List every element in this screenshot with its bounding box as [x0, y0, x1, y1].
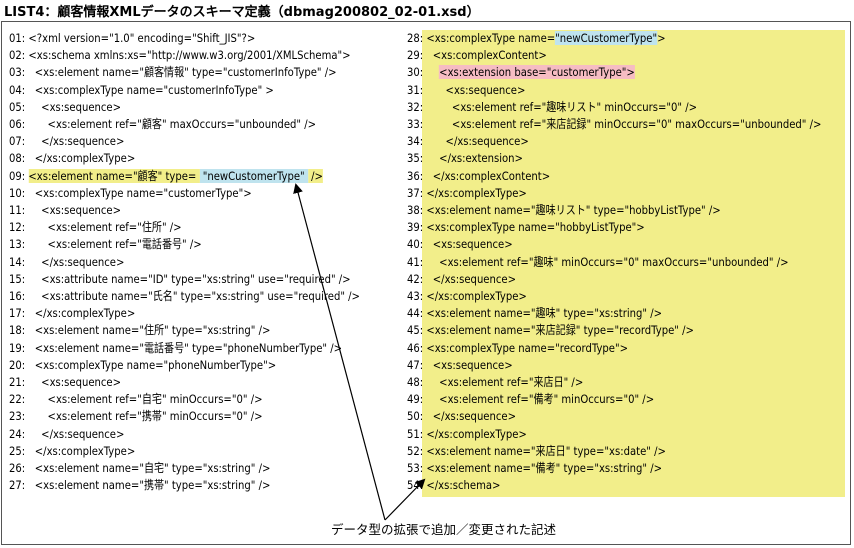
- code-line: 50: </xs:sequence>: [407, 409, 517, 424]
- code-line: 35: </xs:extension>: [407, 151, 523, 166]
- code-line-28: 28: <xs:complexType name="newCustomerTyp…: [407, 30, 666, 47]
- code-line: 34: </xs:sequence>: [407, 134, 529, 149]
- code-line: 31: <xs:sequence>: [407, 82, 526, 97]
- code-line: 49: <xs:element ref="備考" minOccurs="0" /…: [407, 392, 655, 407]
- listing-frame: [1, 21, 851, 545]
- code-line: 20: <xs:complexType name="phoneNumberTyp…: [9, 357, 277, 372]
- complex-type-open: <xs:complexType name=: [426, 31, 556, 45]
- added-code-highlight: [422, 30, 845, 497]
- code-line: 05: <xs:sequence>: [9, 99, 122, 114]
- code-line: 12: <xs:element ref="住所" />: [9, 220, 182, 235]
- complex-type-close: >: [657, 31, 666, 45]
- code-line: 41: <xs:element ref="趣味" minOccurs="0" m…: [407, 254, 789, 269]
- code-line: 24: </xs:sequence>: [9, 426, 125, 441]
- code-line: 48: <xs:element ref="来店日" />: [407, 375, 584, 389]
- code-line: 01: <?xml version="1.0" encoding="Shift_…: [9, 31, 256, 45]
- code-line: 43: </xs:complexType>: [407, 289, 527, 303]
- code-line: 53: <xs:element name="備考" type="xs:strin…: [407, 461, 663, 475]
- code-line: 22: <xs:element ref="自宅" minOccurs="0" /…: [9, 392, 263, 407]
- code-line: 39: <xs:complexType name="hobbyListType"…: [407, 220, 645, 235]
- listing-title: LIST4：顧客情報XMLデータのスキーマ定義（dbmag200802_02-0…: [4, 5, 480, 20]
- highlighted-element-decl: <xs:element name="顧客" type=: [28, 168, 200, 183]
- code-line: 38: <xs:element name="趣味リスト" type="hobby…: [407, 203, 721, 217]
- code-line: 16: <xs:attribute name="氏名" type="xs:str…: [9, 289, 360, 303]
- code-line: 02: <xs:schema xmlns:xs="http://www.w3.o…: [9, 48, 351, 63]
- code-line-30: 30: <xs:extension base="customerType">: [407, 64, 635, 81]
- code-line: 46: <xs:complexType name="recordType">: [407, 340, 629, 355]
- code-line: 27: <xs:element name="携帯" type="xs:strin…: [9, 478, 271, 493]
- code-line: 32: <xs:element ref="趣味リスト" minOccurs="0…: [407, 99, 698, 114]
- code-line: 15: <xs:attribute name="ID" type="xs:str…: [9, 271, 351, 286]
- code-line: 21: <xs:sequence>: [9, 375, 122, 389]
- highlighted-element-close: />: [307, 168, 323, 183]
- code-line: 51: </xs:complexType>: [407, 426, 527, 441]
- arrow-to-added-block: [384, 478, 426, 521]
- line-number: 30:: [407, 65, 440, 80]
- code-line: 40: <xs:sequence>: [407, 237, 513, 252]
- code-line: 26: <xs:element name="自宅" type="xs:strin…: [9, 461, 271, 475]
- code-line: 33: <xs:element ref="来店記録" minOccurs="0"…: [407, 117, 822, 131]
- code-line: 52: <xs:element name="来店日" type="xs:date…: [407, 443, 666, 458]
- code-line: 03: <xs:element name="顧客情報" type="custom…: [9, 65, 337, 80]
- code-line: 08: </xs:complexType>: [9, 151, 136, 166]
- code-line: 14: </xs:sequence>: [9, 254, 125, 269]
- code-line: 13: <xs:element ref="電話番号" />: [9, 237, 202, 252]
- code-line: 25: </xs:complexType>: [9, 443, 136, 458]
- code-line: 11: <xs:sequence>: [9, 203, 122, 217]
- extension-highlight: <xs:extension base="customerType">: [439, 65, 635, 80]
- code-line: 45: <xs:element name="来店記録" type="record…: [407, 323, 694, 338]
- code-line: 37: </xs:complexType>: [407, 185, 527, 200]
- type-name-highlight: "newCustomerType": [199, 168, 308, 183]
- type-name-highlight: "newCustomerType": [555, 31, 658, 45]
- code-line: 54: </xs:schema>: [407, 478, 501, 493]
- code-line: 23: <xs:element ref="携帯" minOccurs="0" /…: [9, 409, 263, 424]
- arrow-to-line09: [293, 183, 386, 521]
- code-line: 44: <xs:element name="趣味" type="xs:strin…: [407, 306, 663, 321]
- code-line: 36: </xs:complexContent>: [407, 168, 551, 183]
- code-line: 06: <xs:element ref="顧客" maxOccurs="unbo…: [9, 117, 317, 131]
- code-line: 10: <xs:complexType name="customerType">: [9, 185, 252, 200]
- line-number: 09:: [9, 168, 29, 183]
- code-line: 19: <xs:element name="電話番号" type="phoneN…: [9, 340, 343, 355]
- code-line: 07: </xs:sequence>: [9, 134, 125, 149]
- arrow-caption: データ型の拡張で追加／変更された記述: [331, 522, 557, 537]
- code-line-09: 09: <xs:element name="顧客" type= "newCust…: [9, 168, 323, 185]
- code-line: 29: <xs:complexContent>: [407, 48, 547, 63]
- code-line: 42: </xs:sequence>: [407, 271, 517, 286]
- line-number: 28:: [407, 31, 427, 45]
- code-line: 04: <xs:complexType name="customerInfoTy…: [9, 82, 274, 97]
- code-line: 47: <xs:sequence>: [407, 357, 513, 372]
- code-line: 17: </xs:complexType>: [9, 306, 136, 321]
- code-line: 18: <xs:element name="住所" type="xs:strin…: [9, 323, 271, 338]
